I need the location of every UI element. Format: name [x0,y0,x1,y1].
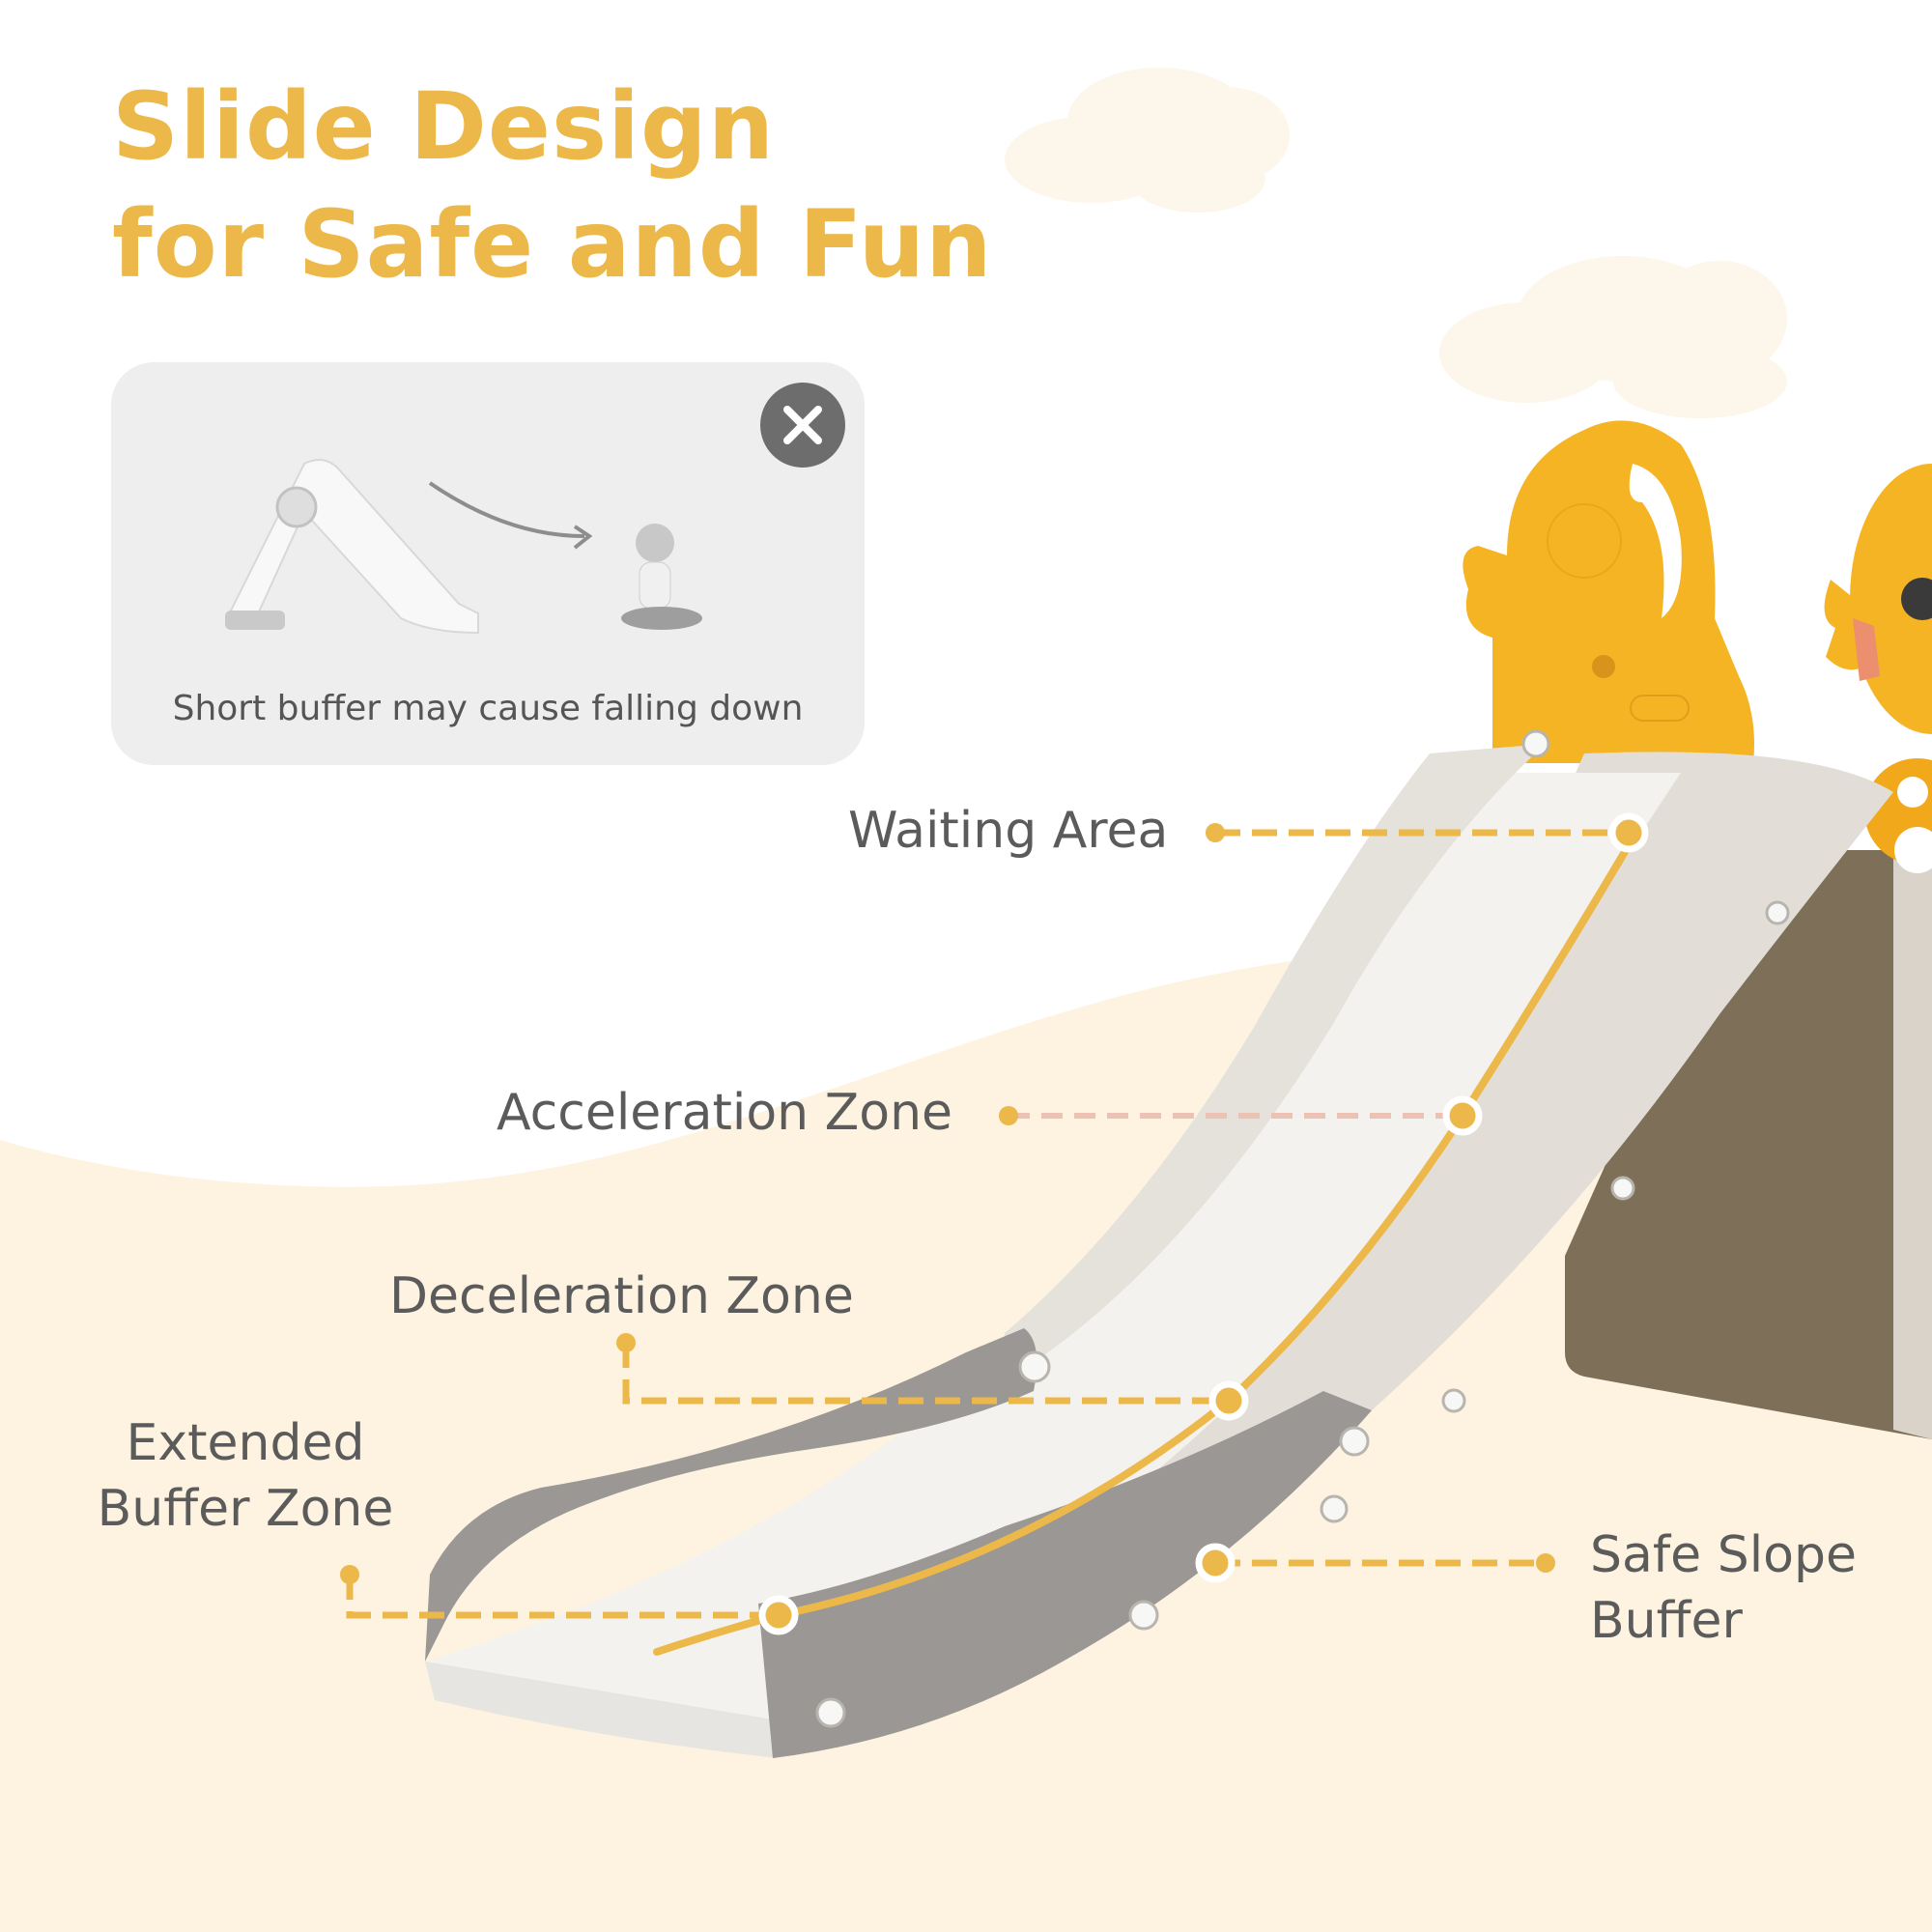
waiting-area-connector [1206,812,1649,853]
short-buffer-warning-card: Short buffer may cause falling down [111,362,865,765]
platform-block [1565,850,1932,1439]
safe-slope-buffer-connector [1195,1543,1555,1583]
duck-character-main [1463,420,1754,763]
slide-left-rail [1005,744,1546,1381]
slide-bed [425,773,1681,1719]
label-safe-slope-buffer-line2: Buffer [1590,1592,1743,1650]
label-waiting-area: Waiting Area [848,802,1169,860]
page-title: Slide Design for Safe and Fun [112,68,992,303]
short-slide-illustration [225,459,593,635]
label-extended-buffer-zone: Extended Buffer Zone [81,1410,410,1542]
slide-left-panel [425,1328,1037,1662]
label-acceleration-zone: Acceleration Zone [497,1084,953,1142]
extended-buffer-zone-connector [340,1565,799,1635]
label-extended-buffer-zone-line2: Buffer Zone [97,1480,394,1538]
deceleration-zone-connector [616,1333,1249,1421]
toddler-illustration [621,524,702,630]
warning-caption: Short buffer may cause falling down [172,689,804,728]
title-line-1: Slide Design [112,72,776,181]
label-safe-slope-buffer: Safe Slope Buffer [1590,1522,1857,1654]
label-safe-slope-buffer-line1: Safe Slope [1590,1526,1857,1584]
cloud-icon [1439,256,1787,418]
label-deceleration-zone: Deceleration Zone [389,1267,854,1325]
close-icon [760,383,845,468]
title-line-2: for Safe and Fun [112,190,993,298]
cloud-icon [1005,68,1290,213]
acceleration-zone-connector [999,1095,1483,1136]
label-extended-buffer-zone-line1: Extended [126,1414,365,1472]
slide-right-panel [758,1391,1372,1758]
